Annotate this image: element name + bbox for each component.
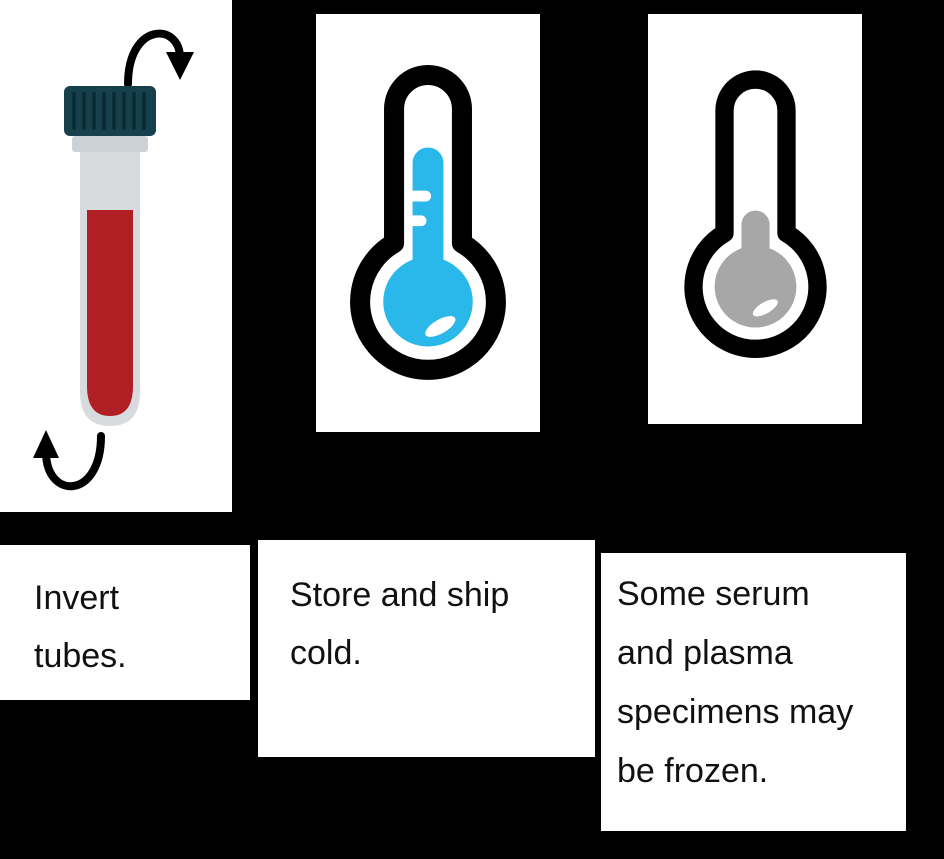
tube-collar [72, 136, 148, 152]
caption-line: be frozen. [617, 752, 769, 790]
thermometer-mercury-gray [714, 210, 796, 328]
caption-line: cold. [290, 634, 362, 672]
rotate-arrow-bottom-icon [33, 430, 105, 491]
caption-store-ship-cold: Store and ship cold. [258, 540, 595, 757]
caption-line: Some serum [617, 575, 810, 613]
thermometer-tick [404, 190, 432, 202]
tube-cap [64, 86, 156, 136]
bulb-highlight [425, 316, 456, 337]
caption-line: specimens may [617, 693, 854, 731]
rotate-arrow-top-icon [124, 29, 194, 88]
thermometer-cold-icon [350, 64, 506, 380]
thermometer-tick [404, 215, 427, 227]
bulb-highlight [752, 299, 778, 317]
tube-image-panel [0, 0, 232, 512]
frozen-thermometer-panel [648, 14, 862, 424]
tube-blood-fill [87, 210, 133, 416]
tube-cap-ribs [72, 92, 146, 130]
caption-invert-tubes: Invert tubes. [0, 545, 250, 700]
caption-line: Store and ship [290, 576, 510, 614]
blood-tube-invert-icon [33, 29, 194, 491]
caption-line: tubes. [34, 637, 127, 675]
caption-line: Invert [34, 579, 120, 617]
cold-thermometer-panel [316, 14, 540, 432]
caption-frozen-specimens: Some serum and plasma specimens may be f… [601, 553, 906, 831]
thermometer-frozen-icon [683, 70, 827, 358]
caption-line: and plasma [617, 634, 793, 672]
